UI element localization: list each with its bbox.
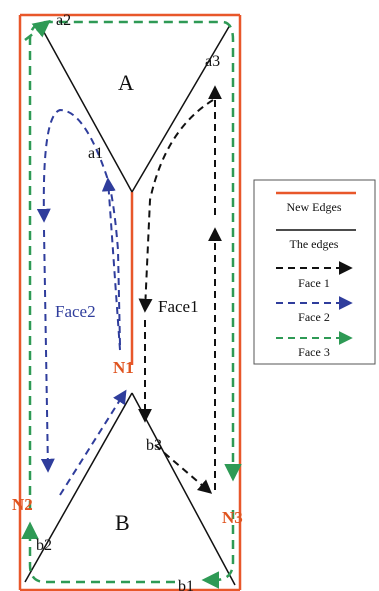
edge-a3-a1 xyxy=(131,24,231,193)
face2-path xyxy=(36,108,127,496)
face2-left-down xyxy=(40,229,55,473)
a3-label: a3 xyxy=(205,53,220,70)
face3-right-bottom xyxy=(201,510,235,589)
region-a-label: A xyxy=(118,70,134,95)
edge-b2-b3 xyxy=(24,392,133,583)
face3-top-loop xyxy=(28,20,242,510)
face2-label: Face2 xyxy=(55,302,96,321)
face3-path xyxy=(21,19,242,589)
original-edges xyxy=(24,24,236,586)
legend-new-edges-text: New Edges xyxy=(287,200,342,214)
face2-top-loop xyxy=(36,108,121,346)
face1-left-descend xyxy=(138,99,214,313)
legend-edges-text: The edges xyxy=(290,237,339,251)
edge-a2-a1 xyxy=(39,24,133,193)
n3-label: N3 xyxy=(222,508,243,527)
new-edges xyxy=(18,13,242,591)
face1-label: Face1 xyxy=(158,297,199,316)
legend-box xyxy=(253,179,376,365)
face1-path xyxy=(138,85,222,494)
region-b-label: B xyxy=(115,510,130,535)
face2-bottom-up xyxy=(59,389,127,496)
legend-face2-text: Face 2 xyxy=(298,310,330,324)
vertex-labels: A B a1 a2 a3 b1 b2 b3 N1 N2 N3 Face1 Fac… xyxy=(12,12,243,591)
n2-label: N2 xyxy=(12,495,33,514)
legend-face3-text: Face 3 xyxy=(298,345,330,359)
edge-b3-b1 xyxy=(131,392,236,586)
n1-label: N1 xyxy=(113,358,134,377)
b1-label: b1 xyxy=(178,578,194,591)
a2-label: a2 xyxy=(56,12,71,29)
b3-label: b3 xyxy=(146,437,162,454)
legend: New Edges The edges Face 1 Face 2 Face 3 xyxy=(253,179,376,365)
face1-b3-diagonal xyxy=(154,444,213,494)
a1-label: a1 xyxy=(88,145,103,162)
face3-top-left-arrow xyxy=(24,19,51,41)
face3-bottom xyxy=(21,521,175,584)
legend-face1-text: Face 1 xyxy=(298,276,330,290)
b2-label: b2 xyxy=(36,537,52,554)
face2-center-up xyxy=(101,177,121,351)
